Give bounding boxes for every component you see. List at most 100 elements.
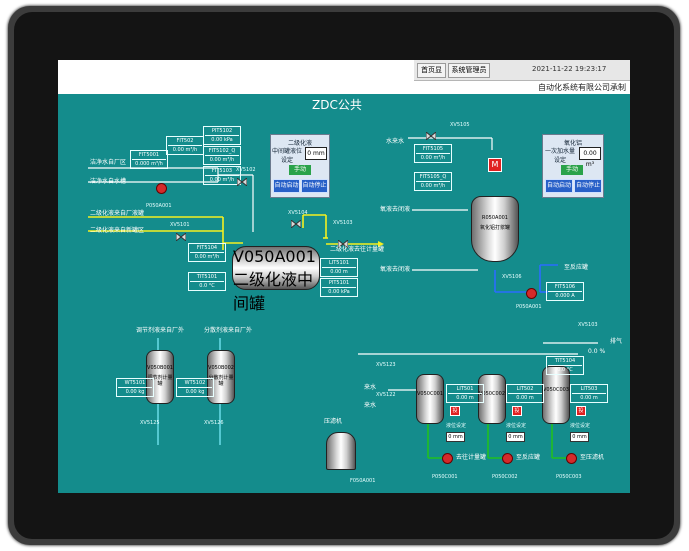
panel-left-control: 二级化液 中间罐液位设定 0 mm 手动 自动启动 自动停止	[270, 134, 330, 198]
tank-label: 调节剂计量罐	[147, 375, 173, 387]
pump-c3-label: P050C003	[556, 474, 582, 480]
ibox-value: 0.00 m³/h	[172, 147, 198, 153]
tank-name: V050A001	[233, 247, 316, 266]
pump-c1[interactable]	[442, 453, 453, 464]
ibox-tag: TIT5101	[190, 273, 224, 282]
valve-label-xv5104: XV5104	[288, 210, 308, 216]
valve-xv5105-icon[interactable]	[426, 132, 436, 140]
pump-c3[interactable]	[566, 453, 577, 464]
pump-p1[interactable]	[156, 183, 167, 194]
ibox-value: 0.00 m³/h	[420, 183, 446, 189]
ibox-tag: TIT5104	[548, 357, 582, 366]
alarm-indicator-2[interactable]: 投	[512, 406, 522, 416]
tank-name: V050B002	[208, 365, 234, 371]
reactor-inlet-label: 水来水	[386, 138, 405, 145]
valve-xv5101-icon[interactable]	[176, 233, 186, 241]
ibox-value: 0.00 kPa	[328, 289, 350, 295]
tank-v050c003[interactable]: V050C003	[542, 366, 570, 424]
ibox-value: 0.00 m³/h	[209, 177, 235, 183]
pump-p1-label: P050A001	[146, 203, 172, 209]
ibox-wt5102: WT5102 0.00 kg	[176, 378, 214, 397]
tank-label: 分散剂计量罐	[208, 375, 234, 387]
motor-icon[interactable]: M	[488, 158, 502, 172]
inlet-label-3: 二级化液来自厂液罐	[90, 210, 145, 217]
ibox-tag: FIT5001	[132, 151, 166, 160]
ibox-tag: WT5102	[178, 379, 212, 388]
valve-label-xv5105: XV5105	[450, 122, 470, 128]
outlet-c1: 去往计量罐	[456, 454, 487, 461]
tank-v050c001[interactable]: V050C001	[416, 374, 444, 424]
auto-start-button[interactable]: 自动启动	[545, 179, 573, 193]
ibox-value: 0.0 °C	[557, 367, 573, 373]
exhaust-label: 排气	[610, 338, 623, 345]
reactor-out-label-2: 氧液去闭液	[380, 266, 411, 273]
valve-label-xv5103b: XV5103	[578, 322, 598, 328]
ibox-ft5002: FIT502 0.00 m³/h	[166, 136, 204, 155]
ibox-pit5101: PIT5101 0.00 kPa	[320, 278, 358, 297]
valve-label-xv5102: XV5102	[236, 167, 256, 173]
reactor-name: R050A001	[482, 215, 508, 221]
bottom-left-label-2: 分散剂液来自厂外	[204, 327, 253, 334]
setpoint-input[interactable]: 0 mm	[305, 147, 327, 160]
home-button[interactable]: 首页显	[417, 63, 446, 78]
valve-xv5103-icon[interactable]	[338, 240, 348, 248]
reactor-r050a001[interactable]: R050A001 氧化铝打浆罐	[471, 196, 519, 262]
valve-xv5104-icon[interactable]	[291, 220, 301, 228]
valve-xv5102-icon[interactable]	[237, 178, 247, 186]
ibox-value: 0.00 m³/h	[420, 155, 446, 161]
ibox-value: 0.00 m³/h	[194, 254, 220, 260]
tank-name: V050C002	[479, 391, 505, 397]
level-setpoint-3[interactable]: 0 mm	[570, 432, 589, 442]
filter-label: 压滤机	[324, 418, 343, 425]
outlet-c2: 至反应罐	[516, 454, 541, 461]
panel-title: 二级化液	[287, 140, 312, 147]
alarm-indicator-3[interactable]: 投	[576, 406, 586, 416]
ibox-tag: FIT5102_Q	[205, 147, 239, 156]
outlet-label: 二级化液去往计量罐	[330, 246, 385, 253]
reactor-pump[interactable]	[526, 288, 537, 299]
tank-v050b002[interactable]: V050B002 分散剂计量罐	[207, 350, 235, 404]
auto-stop-button[interactable]: 自动停止	[574, 179, 602, 193]
panel-right-control: 氧化铝 一次加水量设定 0.00 m³ 手动 自动启动 自动停止	[542, 134, 604, 198]
ibox-value: 0.000 m³/h	[135, 161, 163, 167]
ibox-tit5101: TIT5101 0.0 °C	[188, 272, 226, 291]
mode-button[interactable]: 手动	[561, 165, 583, 175]
level-setpoint-2[interactable]: 0 mm	[506, 432, 525, 442]
inlet-label-2: 洁净水自水槽	[90, 178, 127, 185]
level-label-2: 液位设定	[506, 423, 527, 429]
tank-v050c002[interactable]: V050C002	[478, 374, 506, 424]
pump-c2[interactable]	[502, 453, 513, 464]
valve-label-xv5125: XV5125	[140, 420, 160, 426]
pipe-blue	[494, 264, 558, 293]
valve-label-xv5123: XV5123	[376, 362, 396, 368]
ibox-fit5102q: FIT5102_Q 0.00 m³/h	[203, 146, 241, 165]
ibox-fit5105q: FIT5105_Q 0.00 m³/h	[414, 172, 452, 191]
ibox-tag: LIT502	[508, 385, 542, 394]
ibox-tag: LIT503	[572, 385, 606, 394]
ibox-tag: FIT5105	[416, 145, 450, 154]
filter-press[interactable]	[326, 432, 356, 470]
reactor-pump-label: P050A001	[516, 304, 542, 310]
ibox-fit5105: FIT5105 0.00 m³/h	[414, 144, 452, 163]
mode-button[interactable]: 手动	[289, 165, 311, 175]
ibox-fit5001: FIT5001 0.000 m³/h	[130, 150, 168, 169]
ibox-fit5103: FIT5103 0.00 m³/h	[203, 166, 241, 185]
user-button[interactable]: 系统管理员	[448, 63, 490, 78]
top-toolbar: 首页显 系统管理员 2021-11-22 19:23:17	[414, 60, 630, 81]
level-setpoint-1[interactable]: 0 mm	[446, 432, 465, 442]
ibox-fit5106: FIT5106 0.000 A	[546, 282, 584, 301]
ibox-value: 0.0 °C	[199, 283, 215, 289]
bottom-left-label-1: 调节剂液来自厂外	[136, 327, 185, 334]
ibox-tag: PIT5102	[205, 127, 239, 136]
setpoint-input[interactable]: 0.00 m³	[579, 147, 601, 168]
reactor-out-label-1: 氧液去闭液	[380, 206, 411, 213]
auto-start-button[interactable]: 自动启动	[273, 179, 300, 193]
ibox-pit5102: PIT5102 0.00 kPa	[203, 126, 241, 145]
tank-v050b001[interactable]: V050B001 调节剂计量罐	[146, 350, 174, 404]
datetime-display: 2021-11-22 19:23:17	[532, 65, 607, 73]
ibox-value: 0.00 kg	[185, 389, 205, 395]
auto-stop-button[interactable]: 自动停止	[301, 179, 328, 193]
alarm-indicator-1[interactable]: 投	[450, 406, 460, 416]
pipe-reactor	[408, 137, 493, 271]
tank-v050a001[interactable]: V050A001 二级化液中间罐	[232, 246, 320, 313]
